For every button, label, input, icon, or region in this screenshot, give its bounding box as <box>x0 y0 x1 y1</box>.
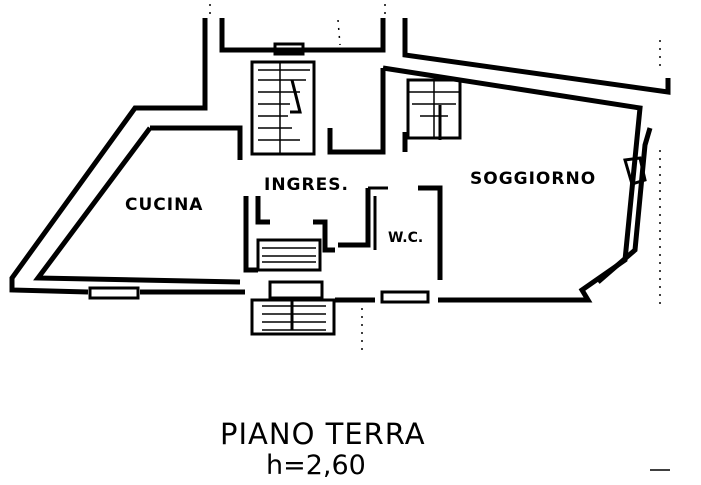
ceiling-height: h=2,60 <box>266 450 366 481</box>
room-label-wc: W.C. <box>388 230 423 246</box>
room-label-cucina: CUCINA <box>125 195 203 215</box>
entry-steps <box>250 238 336 336</box>
exterior-walls <box>9 18 671 303</box>
staircase-spiral <box>406 78 462 140</box>
interior-walls <box>237 68 443 280</box>
room-label-ingresso: INGRES. <box>264 175 349 195</box>
plan-title: PIANO TERRA <box>220 417 426 451</box>
windows <box>88 42 647 304</box>
boundary-dots <box>209 0 661 355</box>
staircase-upper <box>250 60 316 156</box>
room-label-soggiorno: SOGGIORNO <box>470 169 596 189</box>
